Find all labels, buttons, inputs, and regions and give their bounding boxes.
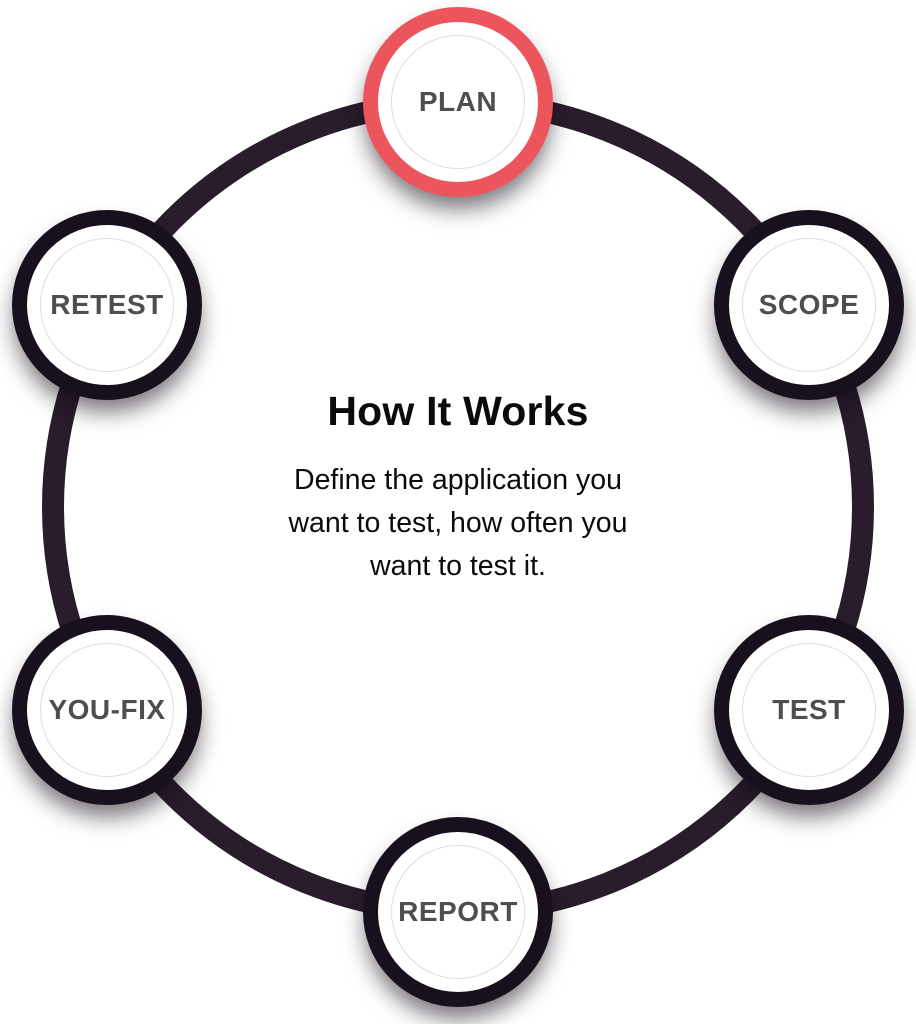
step-node-plan[interactable]: PLAN (363, 7, 553, 197)
step-label-report: REPORT (398, 896, 518, 927)
description-line: want to test, how often you (288, 507, 628, 539)
step-label-you-fix: YOU-FIX (48, 694, 166, 725)
step-node-retest[interactable]: RETEST (12, 210, 202, 400)
step-label-scope: SCOPE (758, 289, 860, 320)
diagram-title: How It Works (327, 388, 589, 434)
step-node-scope[interactable]: SCOPE (714, 210, 904, 400)
description-line: want to test it. (370, 550, 546, 582)
step-label-retest: RETEST (50, 289, 164, 320)
step-node-report[interactable]: REPORT (363, 817, 553, 1007)
step-node-test[interactable]: TEST (714, 615, 904, 805)
center-text: How It Works Define the application you … (218, 388, 698, 588)
step-label-test: TEST (772, 694, 846, 725)
step-label-plan: PLAN (418, 86, 498, 117)
description-line: Define the application you (294, 464, 622, 496)
step-node-you-fix[interactable]: YOU-FIX (12, 615, 202, 805)
